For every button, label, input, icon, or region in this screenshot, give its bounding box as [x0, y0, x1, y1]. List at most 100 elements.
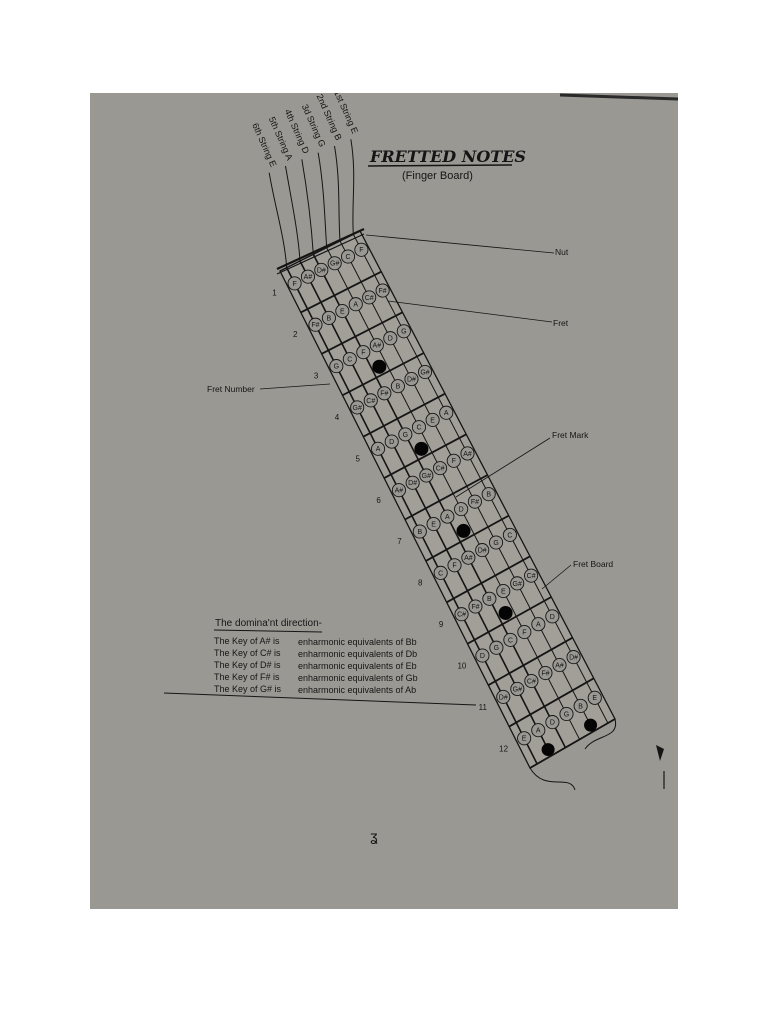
fret-number: 1	[272, 289, 277, 298]
note-label: B	[396, 384, 401, 391]
note-circle	[489, 535, 504, 550]
note-label: F	[361, 350, 365, 357]
fret-number-leader-line	[259, 383, 331, 390]
note-circle	[287, 276, 302, 291]
fret-mark-dot	[584, 718, 598, 732]
fret-mark-label: Fret Mark	[552, 430, 589, 440]
note-label: A	[536, 728, 541, 735]
key-section: The domina'nt direction- The Key of A# i…	[163, 618, 477, 706]
note-label: C	[507, 532, 512, 539]
note-circle	[482, 591, 497, 606]
note-label: A	[444, 410, 449, 417]
note-label: C	[438, 570, 443, 577]
note-circle	[383, 331, 398, 346]
note-circle	[419, 468, 434, 483]
page-fold-mark: ʓ	[370, 828, 378, 844]
neck	[268, 139, 617, 791]
note-circle	[573, 698, 588, 713]
note-circle	[468, 599, 483, 614]
note-label: D	[389, 439, 394, 446]
note-label: E	[592, 695, 597, 702]
note-circle	[559, 706, 574, 722]
note-label: F	[292, 281, 296, 288]
nut-leader-line	[365, 234, 555, 254]
note-circle	[363, 393, 378, 408]
note-circle	[545, 715, 560, 730]
fret-number: 10	[457, 661, 466, 670]
key-row-2-equiv: enharmonic equivalents of Db	[298, 649, 417, 659]
note-label: E	[340, 308, 345, 315]
key-section-heading: The domina'nt direction-	[215, 618, 322, 629]
fret-wire	[529, 718, 616, 769]
key-heading-underline	[213, 629, 323, 633]
note-circle	[587, 690, 602, 705]
note-circle	[342, 352, 357, 367]
note-circle	[439, 405, 454, 420]
note-label: F	[452, 563, 456, 570]
note-label: D	[459, 507, 464, 514]
fret-number: 9	[439, 620, 444, 629]
fret-leader-line	[387, 300, 553, 323]
board-end-curve	[584, 718, 617, 750]
note-label: E	[501, 588, 506, 595]
note-label: D#	[408, 480, 417, 487]
fret-mark-dot	[372, 359, 387, 374]
fret-wire	[321, 311, 403, 355]
fret-mark-leader-line	[455, 437, 551, 498]
note-circle	[481, 487, 496, 502]
note-circle	[496, 689, 511, 704]
note-circle	[447, 558, 462, 573]
note-label: B	[486, 492, 491, 499]
note-label: D	[550, 719, 555, 726]
note-circle	[467, 494, 482, 509]
note-label: C	[347, 357, 352, 364]
note-label: D#	[569, 655, 578, 662]
note-label: A	[536, 622, 541, 629]
fret-label: Fret	[553, 318, 569, 328]
note-label: E	[431, 521, 436, 528]
note-label: A	[445, 514, 450, 521]
corner-mark	[656, 745, 664, 761]
note-circle	[510, 576, 525, 591]
note-circle	[350, 400, 365, 415]
nut-bar	[276, 228, 365, 270]
note-label: C#	[527, 573, 536, 580]
note-circle	[377, 386, 392, 401]
key-row-1-equiv: enharmonic equivalents of Bb	[298, 637, 417, 647]
note-circle	[460, 446, 475, 461]
note-label: D#	[499, 694, 508, 701]
note-label: F#	[471, 499, 479, 506]
key-row-5-equiv: enharmonic equivalents of Ab	[298, 685, 416, 695]
note-label: F#	[379, 288, 387, 295]
note-circle	[524, 568, 539, 583]
note-label: B	[487, 596, 492, 603]
page-subtitle: (Finger Board)	[402, 170, 473, 182]
page-title: FRETTED NOTES	[369, 147, 526, 166]
fingerboard-diagram: FRETTED NOTES (Finger Board) 1st String …	[163, 93, 678, 844]
fret-wire	[362, 392, 446, 438]
fret-number: 3	[314, 372, 319, 381]
note-circle	[433, 461, 448, 476]
note-circle	[321, 310, 336, 325]
note-label: A#	[464, 555, 473, 562]
note-label: D#	[407, 376, 416, 383]
fret-number: 12	[499, 744, 508, 753]
note-circle	[375, 283, 390, 298]
fret-marks	[372, 359, 598, 757]
note-circle	[335, 304, 350, 319]
note-label: C#	[527, 678, 536, 685]
fret-number: 6	[376, 496, 381, 505]
note-circle	[502, 527, 517, 542]
note-label: A#	[373, 343, 382, 350]
note-circle	[517, 731, 532, 746]
note-label: C#	[457, 612, 466, 619]
note-label: F#	[311, 322, 319, 329]
note-circle	[433, 565, 448, 580]
note-circle	[362, 290, 377, 305]
note-circle	[300, 269, 316, 284]
title-underline	[367, 164, 513, 167]
fret-number-label: Fret Number	[207, 384, 255, 394]
headstock-string	[334, 145, 341, 242]
note-circle	[566, 650, 581, 665]
fret-wire	[467, 596, 552, 645]
